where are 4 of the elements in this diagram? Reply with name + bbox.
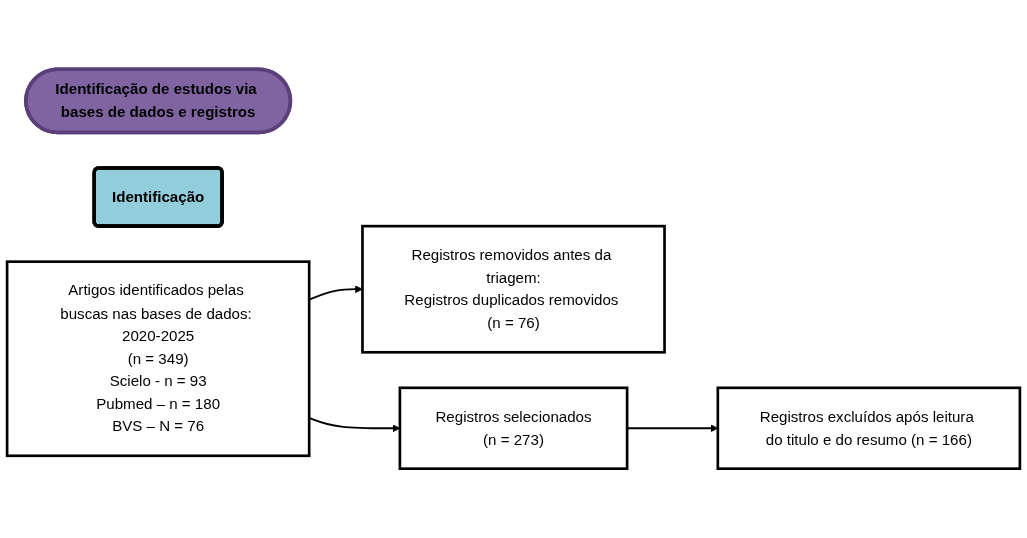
node-box: Registros excluídos após leitura do titulo e do resumo (n = 166): [716, 386, 1022, 470]
node-box: Registros removidos antes da triagem: Registros duplicados removidos (n = 76): [361, 224, 666, 354]
node-box: Registros selecionados (n = 273): [398, 386, 629, 470]
node-box: Artigos identificados pelas buscas nas bases de dados: 2020-2025 (n = 349) Scielo - n = 93 Pubmed – n = 180 BVS – N = 76: [5, 260, 311, 458]
